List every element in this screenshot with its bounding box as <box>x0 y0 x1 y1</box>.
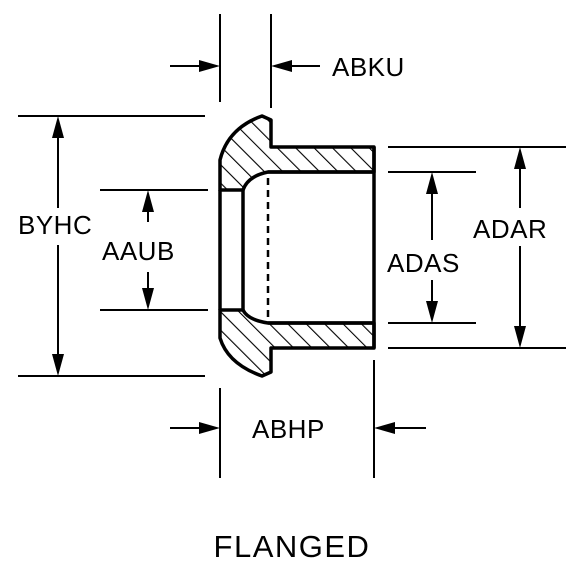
label-abku: ABKU <box>332 52 405 82</box>
label-adar: ADAR <box>473 214 547 244</box>
extension-lines <box>18 14 566 478</box>
dimension-adas: ADAS <box>387 172 460 323</box>
upper-wall-section <box>218 114 376 192</box>
dimension-adar: ADAR <box>473 147 547 348</box>
label-aaub: AAUB <box>102 236 175 266</box>
dimension-aaub: AAUB <box>102 190 175 310</box>
label-abhp: ABHP <box>252 414 325 444</box>
diagram-caption: FLANGED <box>214 529 371 564</box>
part-section <box>218 114 376 378</box>
lower-wall-section <box>218 308 376 378</box>
label-adas: ADAS <box>387 248 460 278</box>
dimension-byhc: BYHC <box>18 116 92 376</box>
dimension-abku: ABKU <box>170 52 405 82</box>
dimension-abhp: ABHP <box>170 414 426 444</box>
label-byhc: BYHC <box>18 210 92 240</box>
